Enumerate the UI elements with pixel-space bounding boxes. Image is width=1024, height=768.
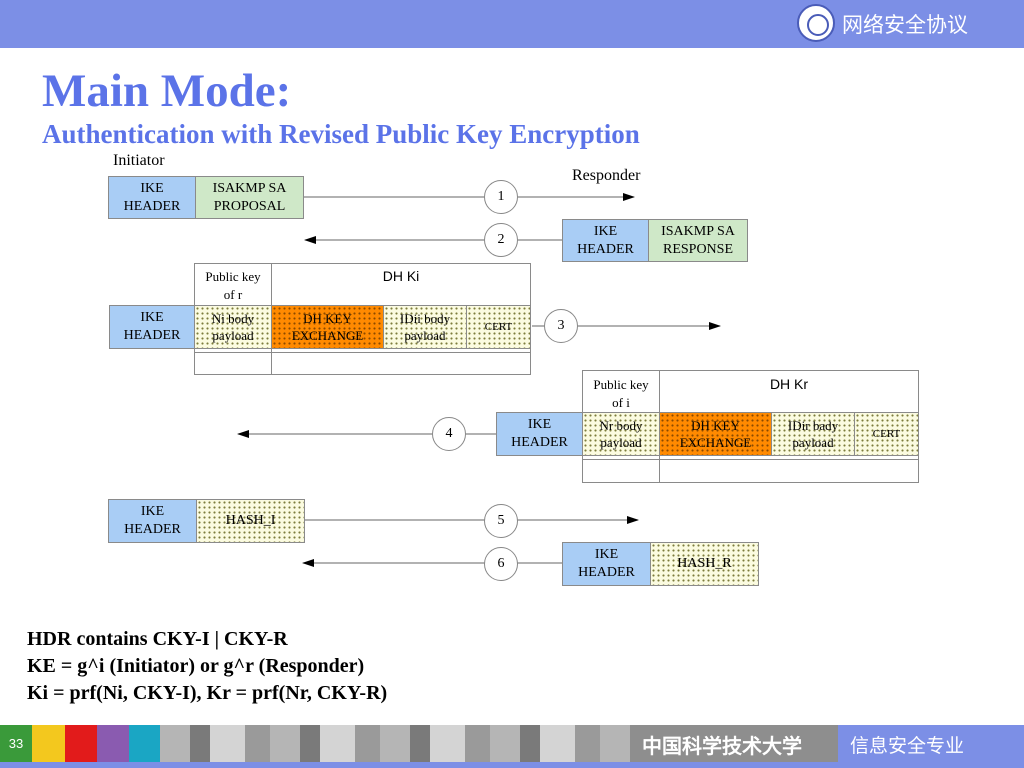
notes-block: HDR contains CKY-I | CKY-R KE = g^i (Ini… — [27, 626, 387, 707]
msg4-dh-key-label: DH Kr — [769, 376, 809, 392]
id-line2: payload — [792, 435, 834, 450]
initiator-label: Initiator — [113, 152, 165, 169]
public-key-line1: Public key — [593, 377, 649, 392]
swatch-red — [65, 725, 97, 762]
msg5-hash-i: HASH_I — [196, 499, 305, 543]
slide-subtitle: Authentication with Revised Public Key E… — [42, 119, 640, 149]
step-3-circle: 3 — [544, 309, 578, 343]
step-2-circle: 2 — [484, 223, 518, 257]
id-line1: IDir bady — [787, 418, 839, 433]
swatch-cyan — [129, 725, 160, 762]
msg3-ike-header: IKE HEADER — [109, 305, 195, 349]
msg4-ike-header: IKE HEADER — [496, 412, 583, 456]
nonce-line1: Ni body — [211, 311, 255, 326]
ike-text: IKE — [140, 310, 164, 325]
msg3-dh-key-label: DH Ki — [382, 268, 420, 284]
swatch-yellow — [32, 725, 65, 762]
step-1-circle: 1 — [484, 180, 518, 214]
header-bar — [0, 0, 1024, 48]
responder-label: Responder — [572, 167, 641, 184]
msg4-frame-bottom-line — [582, 459, 919, 460]
msg3-dh-key-exchange: DH KEY EXCHANGE — [271, 305, 384, 349]
footer-line — [0, 762, 1024, 768]
public-key-line2: of r — [223, 287, 243, 302]
page-number: 33 — [0, 725, 32, 762]
msg3-idii-body-payload: IDii body payload — [383, 305, 467, 349]
msg4-public-key-label: Public key of i — [582, 376, 660, 412]
nonce-line2: payload — [600, 435, 642, 450]
public-key-line1: Public key — [205, 269, 261, 284]
footer-image-strip — [160, 725, 630, 762]
ike-text: IKE — [594, 547, 619, 562]
header-text: HEADER — [123, 328, 181, 343]
ke-line2: EXCHANGE — [679, 435, 752, 450]
header-text: HEADER — [578, 565, 635, 580]
id-line2: payload — [404, 328, 446, 343]
id-line1: IDii body — [399, 311, 451, 326]
response-line2: RESPONSE — [662, 241, 734, 257]
header-text: HEADER — [511, 435, 568, 450]
ke-line2: EXCHANGE — [291, 328, 364, 343]
nonce-line2: payload — [212, 328, 254, 343]
ike-text: IKE — [527, 417, 552, 432]
nonce-line1: Nr body — [599, 418, 643, 433]
msg3-frame-bottom-line — [194, 352, 531, 353]
ke-line1: DH KEY — [691, 418, 740, 433]
msg2-isakmp-sa-response: ISAKMP SA RESPONSE — [648, 219, 748, 262]
note-hdr: HDR contains CKY-I | CKY-R — [27, 628, 288, 650]
msg3-cert: CERT — [466, 305, 531, 349]
step-4-circle: 4 — [432, 417, 466, 451]
msg4-dh-key-exchange: DH KEY EXCHANGE — [659, 412, 772, 456]
msg4-cert: CERT — [854, 412, 919, 456]
header-text: HEADER — [577, 241, 634, 257]
public-key-line2: of i — [612, 395, 630, 410]
slide-title: Main Mode: — [42, 65, 292, 117]
swatch-purple — [97, 725, 129, 762]
major-label: 信息安全专业 — [850, 735, 965, 757]
ike-text: IKE — [140, 504, 165, 519]
university-name: 中国科学技术大学 — [642, 734, 802, 758]
msg3-ni-body-payload: Ni body payload — [194, 305, 272, 349]
step-5-circle: 5 — [484, 504, 518, 538]
step-6-circle: 6 — [484, 547, 518, 581]
note-ke: KE = g^i (Initiator) or g^r (Responder) — [27, 655, 365, 677]
ke-line1: DH KEY — [303, 311, 352, 326]
ike-text: IKE — [140, 180, 164, 196]
major-label-box: 信息安全专业 — [838, 725, 1024, 762]
course-title: 网络安全协议 — [842, 13, 968, 37]
msg4-nr-body-payload: Nr body payload — [582, 412, 660, 456]
msg1-isakmp-sa-proposal: ISAKMP SA PROPOSAL — [195, 176, 304, 219]
proposal-line2: PROPOSAL — [213, 198, 286, 214]
msg6-hash-r: HASH_R — [650, 542, 759, 586]
msg1-ike-header: IKE HEADER — [108, 176, 196, 219]
response-line1: ISAKMP SA — [661, 223, 735, 239]
ike-text: IKE — [593, 223, 618, 239]
msg5-ike-header: IKE HEADER — [108, 499, 197, 543]
header-text: HEADER — [124, 522, 181, 537]
msg4-idir-body-payload: IDir bady payload — [771, 412, 855, 456]
msg3-public-key-label: Public key of r — [194, 268, 272, 304]
university-logo — [797, 4, 835, 42]
msg6-ike-header: IKE HEADER — [562, 542, 651, 586]
note-ki-kr: Ki = prf(Ni, CKY-I), Kr = prf(Nr, CKY-R) — [27, 682, 388, 704]
msg2-ike-header: IKE HEADER — [562, 219, 649, 262]
header-text: HEADER — [123, 198, 181, 214]
proposal-line1: ISAKMP SA — [212, 180, 287, 196]
